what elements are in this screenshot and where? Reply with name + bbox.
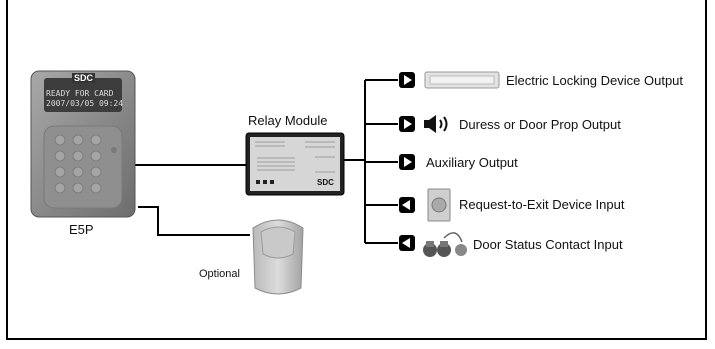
door-contact-icon bbox=[423, 232, 467, 257]
keypad-brand: SDC bbox=[72, 73, 96, 83]
relay-module-brand: SDC bbox=[317, 178, 334, 187]
electric-lock-icon bbox=[424, 71, 500, 89]
output-2-label: Duress or Door Prop Output bbox=[459, 117, 621, 132]
keypad-display bbox=[44, 78, 122, 112]
keypad-label: E5P bbox=[69, 222, 94, 237]
diagram-frame bbox=[6, 0, 707, 340]
e5p-keypad bbox=[30, 70, 136, 218]
relay-module-label: Relay Module bbox=[248, 113, 328, 128]
speaker-icon bbox=[424, 115, 448, 133]
input-1-label: Request-to-Exit Device Input bbox=[459, 197, 625, 212]
output-arrow-icon bbox=[399, 72, 415, 88]
exit-button-icon bbox=[427, 188, 451, 222]
output-3-label: Auxiliary Output bbox=[426, 155, 518, 170]
output-arrow-icon bbox=[399, 116, 415, 132]
input-arrow-icon bbox=[399, 235, 415, 251]
keypad-optional-wire bbox=[138, 206, 250, 236]
keypad-display-line2: 2007/03/05 09:24 bbox=[46, 99, 124, 108]
optional-motion-sensor bbox=[252, 219, 304, 295]
keypad-display-line1: READY FOR CARD bbox=[46, 89, 114, 98]
input-arrow-icon bbox=[399, 197, 415, 213]
output-1-label: Electric Locking Device Output bbox=[506, 73, 684, 88]
optional-label: Optional bbox=[199, 268, 240, 280]
input-2-label: Door Status Contact Input bbox=[473, 237, 623, 252]
relay-module-board bbox=[245, 132, 345, 196]
output-arrow-icon bbox=[399, 154, 415, 170]
